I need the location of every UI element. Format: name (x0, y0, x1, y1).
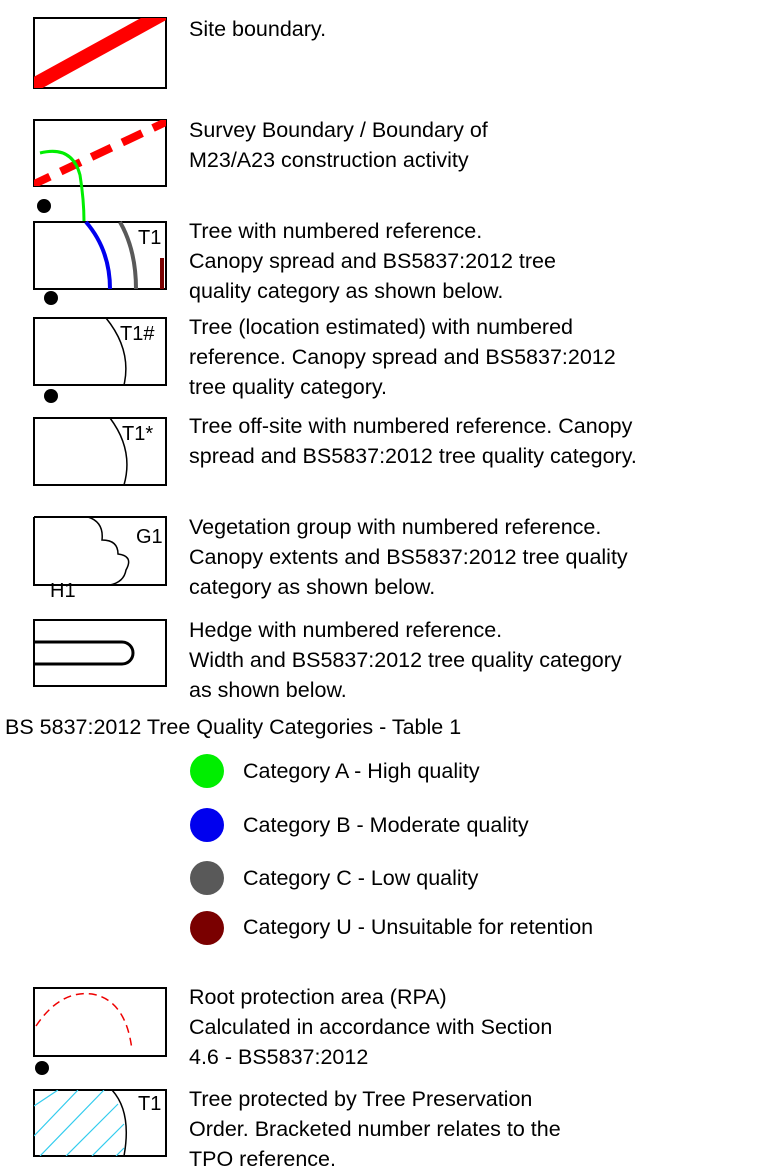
tpo-symbol: T1 (33, 1089, 167, 1157)
tpo-ref-label: T1 (138, 1093, 161, 1115)
site-boundary-description: Site boundary. (189, 14, 326, 44)
description-line: Order. Bracketed number relates to the (189, 1117, 561, 1141)
hedge-description: Hedge with numbered reference. Width and… (189, 615, 622, 705)
category-u-label: Category U - Unsuitable for retention (243, 915, 594, 939)
tree-estimated-description: Tree (location estimated) with numbered … (189, 312, 616, 402)
category-a-label: Category A - High quality (243, 759, 480, 783)
tree-estimated-symbol: T1# (33, 317, 167, 403)
description-line: Survey Boundary / Boundary of (189, 118, 488, 142)
description-line: as shown below. (189, 678, 347, 702)
hedge-symbol (33, 619, 167, 687)
tree-description: Tree with numbered reference. Canopy spr… (189, 216, 556, 306)
tree-offsite-symbol: T1* (33, 417, 167, 486)
description-line: Canopy extents and BS5837:2012 tree qual… (189, 545, 628, 569)
description-line: M23/A23 construction activity (189, 148, 469, 172)
tree-stem-dot (37, 199, 51, 213)
description-line: tree quality category. (189, 375, 387, 399)
category-b-label: Category B - Moderate quality (243, 813, 529, 837)
site-boundary-symbol (33, 17, 167, 89)
tree-offsite-description: Tree off-site with numbered reference. C… (189, 411, 637, 471)
description-line: reference. Canopy spread and BS5837:2012 (189, 345, 616, 369)
category-c-label: Category C - Low quality (243, 866, 479, 890)
rpa-symbol (33, 987, 167, 1075)
tree-stem-dot (35, 1061, 49, 1075)
tree-ref-label: T1 (138, 227, 161, 249)
description-line: Tree (location estimated) with numbered (189, 315, 573, 339)
survey-boundary-symbol (33, 119, 167, 223)
description-line: Site boundary. (189, 17, 327, 41)
description-line: category as shown below. (189, 575, 436, 599)
description-line: 4.6 - BS5837:2012 (189, 1045, 369, 1069)
tree-stem-dot (44, 291, 58, 305)
tpo-description: Tree protected by Tree Preservation Orde… (189, 1084, 561, 1174)
vegetation-group-symbol: G1 H1 (33, 516, 167, 602)
tree-stem-dot (44, 389, 58, 403)
description-line: Tree off-site with numbered reference. C… (189, 414, 633, 438)
description-line: Tree with numbered reference. (189, 219, 483, 243)
category-a-swatch (190, 754, 224, 788)
description-line: Width and BS5837:2012 tree quality categ… (189, 648, 622, 672)
category-u-swatch (190, 911, 224, 945)
description-line: Tree protected by Tree Preservation (189, 1087, 533, 1111)
hedge-ref-label: H1 (50, 580, 76, 602)
survey-boundary-description: Survey Boundary / Boundary of M23/A23 co… (189, 115, 488, 175)
group-ref-label: G1 (136, 526, 163, 548)
description-line: quality category as shown below. (189, 279, 504, 303)
description-line: Calculated in accordance with Section (189, 1015, 553, 1039)
vegetation-group-description: Vegetation group with numbered reference… (189, 512, 628, 602)
categories-heading: BS 5837:2012 Tree Quality Categories - T… (5, 715, 462, 739)
category-c-swatch (190, 861, 224, 895)
description-line: Root protection area (RPA) (189, 985, 447, 1009)
description-line: Vegetation group with numbered reference… (189, 515, 602, 539)
description-line: Hedge with numbered reference. (189, 618, 503, 642)
description-line: Canopy spread and BS5837:2012 tree (189, 249, 556, 273)
category-b-swatch (190, 808, 224, 842)
tree-offsite-ref-label: T1* (122, 423, 153, 445)
tree-estimated-ref-label: T1# (120, 323, 155, 345)
description-line: spread and BS5837:2012 tree quality cate… (189, 444, 637, 468)
rpa-description: Root protection area (RPA) Calculated in… (189, 982, 552, 1072)
description-line: TPO reference. (189, 1147, 336, 1171)
tree-symbol: T1 (33, 220, 167, 305)
